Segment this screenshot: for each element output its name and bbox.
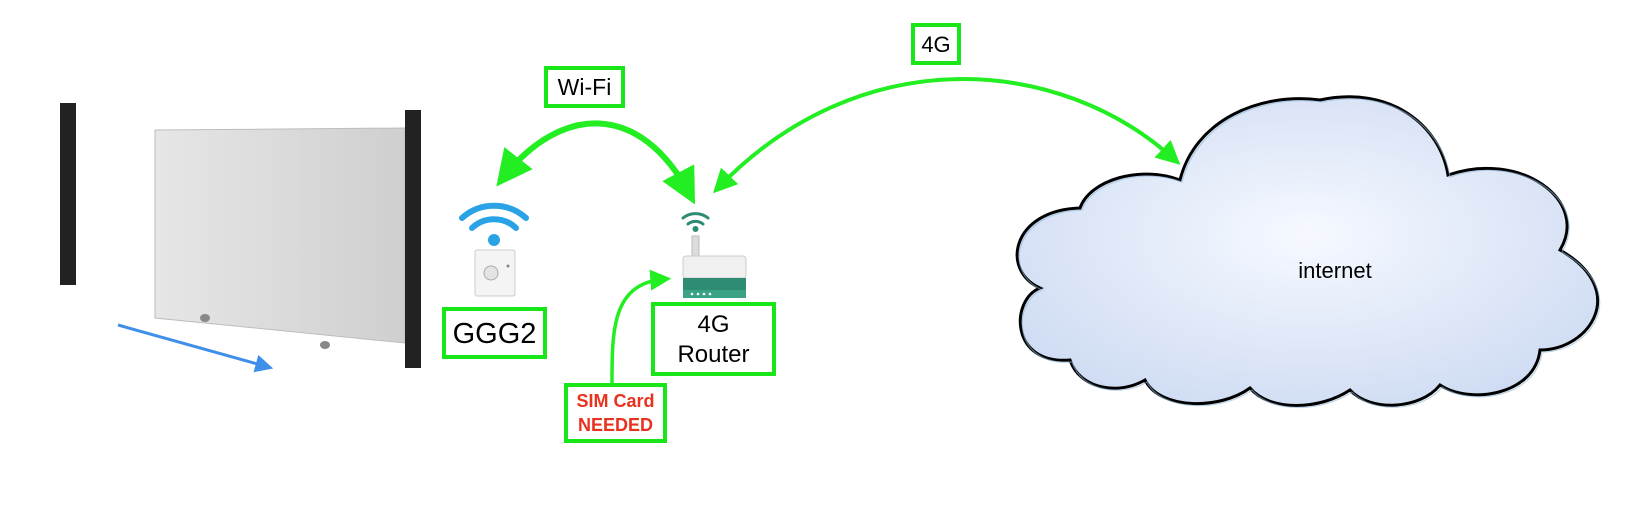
- cloud-label: internet: [1298, 258, 1371, 283]
- cloud-icon: internet: [1015, 95, 1601, 408]
- fourg-link-arrow: [713, 77, 1181, 194]
- wifi-label: Wi-Fi: [558, 74, 612, 100]
- cloud-shape: [1015, 95, 1600, 407]
- wifi-label-box: Wi-Fi: [544, 66, 625, 108]
- sliding-gate-icon: [60, 103, 421, 373]
- cloud-outline-glow: [1018, 98, 1601, 408]
- gate-wheel: [200, 314, 210, 322]
- router-signal-dot: [692, 226, 699, 232]
- gate-panel: [154, 127, 406, 344]
- gate-right-post: [405, 110, 421, 368]
- router-body: [682, 255, 747, 279]
- router-label-line2: Router: [677, 341, 749, 368]
- device-label-box: GGG2: [442, 307, 547, 359]
- fourg-label: 4G: [921, 32, 950, 57]
- socket-hole: [483, 265, 499, 281]
- router-signal-icon: [681, 212, 710, 226]
- fourg-label-box: 4G: [911, 23, 961, 65]
- device-label: GGG2: [453, 318, 537, 350]
- wifi-dot: [488, 234, 500, 246]
- gate-left-post: [60, 103, 76, 285]
- router-label-box: 4G Router: [651, 302, 776, 376]
- router-leds: [690, 292, 712, 296]
- router-label-line1: 4G: [697, 311, 729, 338]
- wifi-link-arrow: [496, 120, 696, 205]
- gate-direction-arrow: [117, 323, 274, 373]
- wifi-socket-icon: [459, 202, 529, 297]
- router-icon: [681, 212, 747, 298]
- sim-label-box: SIM Card NEEDED: [564, 383, 667, 443]
- wifi-signal-icon: [459, 202, 529, 231]
- sim-arrow: [610, 269, 672, 385]
- gate-wheel: [320, 341, 330, 349]
- router-band: [683, 278, 746, 290]
- sim-label-line2: NEEDED: [578, 415, 653, 435]
- sim-label-line1: SIM Card: [576, 391, 654, 411]
- socket-led: [506, 264, 510, 268]
- router-base: [683, 290, 746, 298]
